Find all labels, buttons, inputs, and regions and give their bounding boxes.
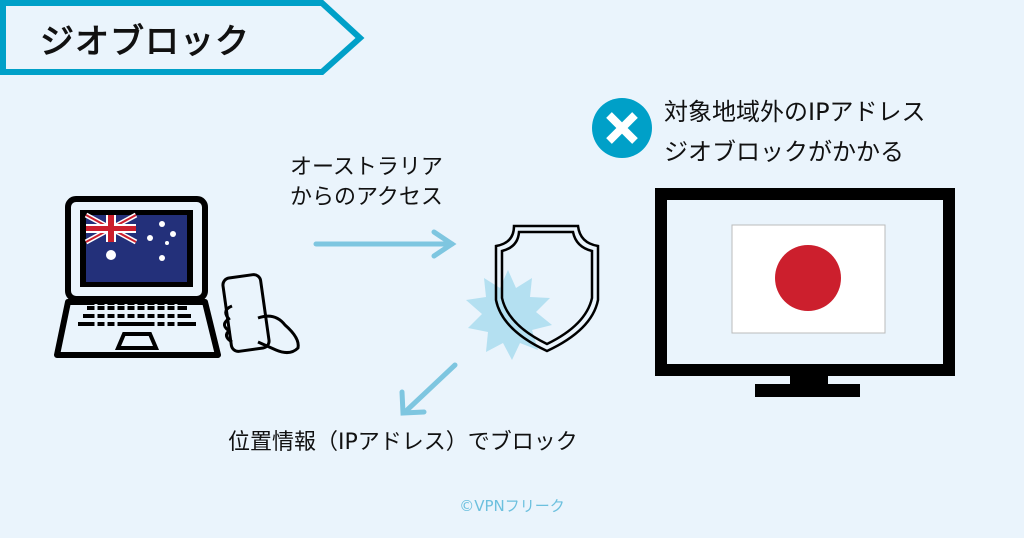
access-label-line1: オーストラリア (290, 155, 443, 180)
australia-flag-icon (84, 212, 187, 282)
laptop-icon (54, 196, 221, 358)
blocked-label: 対象地域外のIPアドレス ジオブロックがかかる (664, 92, 926, 172)
block-reason-label: 位置情報（IPアドレス）でブロック (228, 430, 578, 455)
close-circle-icon (592, 98, 652, 158)
right-arrow-icon (313, 229, 457, 259)
title-banner (0, 0, 365, 75)
down-left-arrow-icon (399, 362, 458, 416)
monitor-icon (655, 188, 955, 397)
credit: ©VPNフリーク (459, 497, 565, 515)
page-title: ジオブロック (40, 22, 250, 62)
access-label-line2: からのアクセス (290, 185, 443, 210)
japan-flag-icon (731, 224, 886, 334)
phone-in-hand-icon (221, 273, 300, 355)
blocked-label-line1: 対象地域外のIPアドレス (664, 98, 926, 126)
blocked-label-line2: ジオブロックがかかる (664, 138, 904, 166)
access-label: オーストラリア からのアクセス (290, 153, 443, 213)
shield-icon (494, 224, 600, 353)
